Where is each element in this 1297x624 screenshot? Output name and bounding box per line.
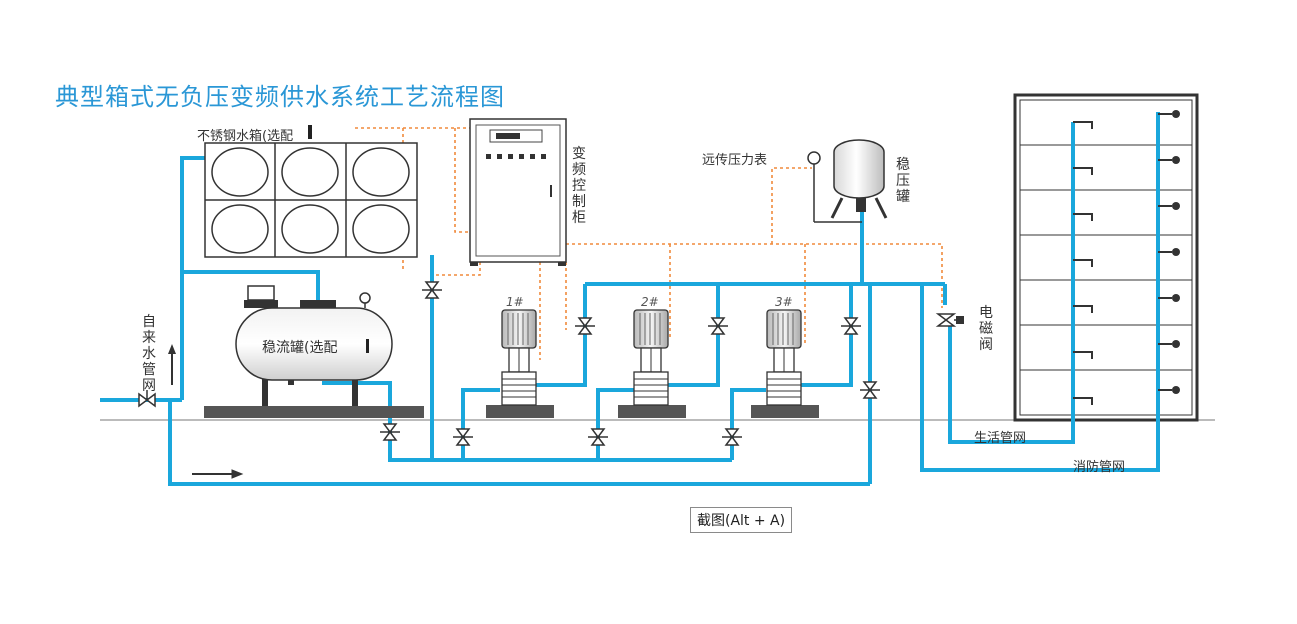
tap [1073, 167, 1093, 175]
tap [1073, 259, 1093, 267]
stabilizer-tank [204, 285, 424, 418]
fire-hydrant-valve [1158, 248, 1180, 256]
stainless-water-tank [204, 142, 418, 258]
valve [722, 428, 742, 446]
valve [588, 428, 608, 446]
domestic-network-label: 生活管网 [974, 431, 1027, 446]
fire-hydrant-valve [1158, 202, 1180, 210]
text-cursor-mark [308, 125, 312, 139]
control-cabinet [469, 118, 567, 266]
valves [138, 281, 964, 446]
building [1013, 93, 1199, 422]
pump-2 [618, 309, 686, 418]
valve [380, 423, 400, 441]
valve [422, 281, 442, 299]
control-cabinet-label: 变频控制柜 [572, 146, 586, 226]
flow-arrow [192, 469, 244, 479]
fire-hydrant-valve [1158, 156, 1180, 164]
pump-1 [486, 309, 554, 418]
building-floors [1020, 144, 1192, 371]
taps [1073, 110, 1180, 405]
text-cursor-mark-2 [366, 339, 369, 353]
pump-3-label: 3# [775, 295, 793, 309]
remote-gauge-label: 远传压力表 [702, 153, 768, 168]
pump-2-label: 2# [641, 295, 659, 309]
fire-network-label: 消防管网 [1073, 460, 1126, 475]
valve [708, 317, 728, 335]
tap [1073, 213, 1093, 221]
diagram-title: 典型箱式无负压变频供水系统工艺流程图 [55, 83, 505, 111]
fire-hydrant-valve [1158, 110, 1180, 118]
solenoid-valve-label: 电磁阀 [979, 305, 993, 353]
tap [1073, 305, 1093, 313]
municipal-supply-label: 自来水管网 [142, 314, 156, 394]
pressure-tank-label: 稳压罐 [896, 157, 910, 205]
tap [1073, 397, 1093, 405]
solenoid-valve [935, 313, 964, 327]
remote-pressure-gauge [807, 151, 862, 223]
screenshot-tooltip: 截图(Alt + A) [690, 507, 793, 533]
upward-arrow [168, 344, 176, 385]
fire-hydrant-valve [1158, 294, 1180, 302]
pumps [486, 309, 819, 418]
riser-pipes [1071, 112, 1160, 470]
fire-hydrant-valve [1158, 340, 1180, 348]
fire-hydrant-valve [1158, 386, 1180, 394]
valve [453, 428, 473, 446]
stabilizer-tank-label: 稳流罐(选配 [262, 340, 338, 356]
signal-lines [355, 127, 943, 360]
water-tank-label: 不锈钢水箱(选配 [197, 129, 294, 144]
pump-1-label: 1# [506, 295, 524, 309]
tap [1073, 351, 1093, 359]
valve [138, 390, 156, 408]
valve [860, 381, 880, 399]
tap [1073, 121, 1093, 129]
pump-3 [751, 309, 819, 418]
valve [841, 317, 861, 335]
pressure-tank [830, 139, 888, 219]
valve [575, 317, 595, 335]
